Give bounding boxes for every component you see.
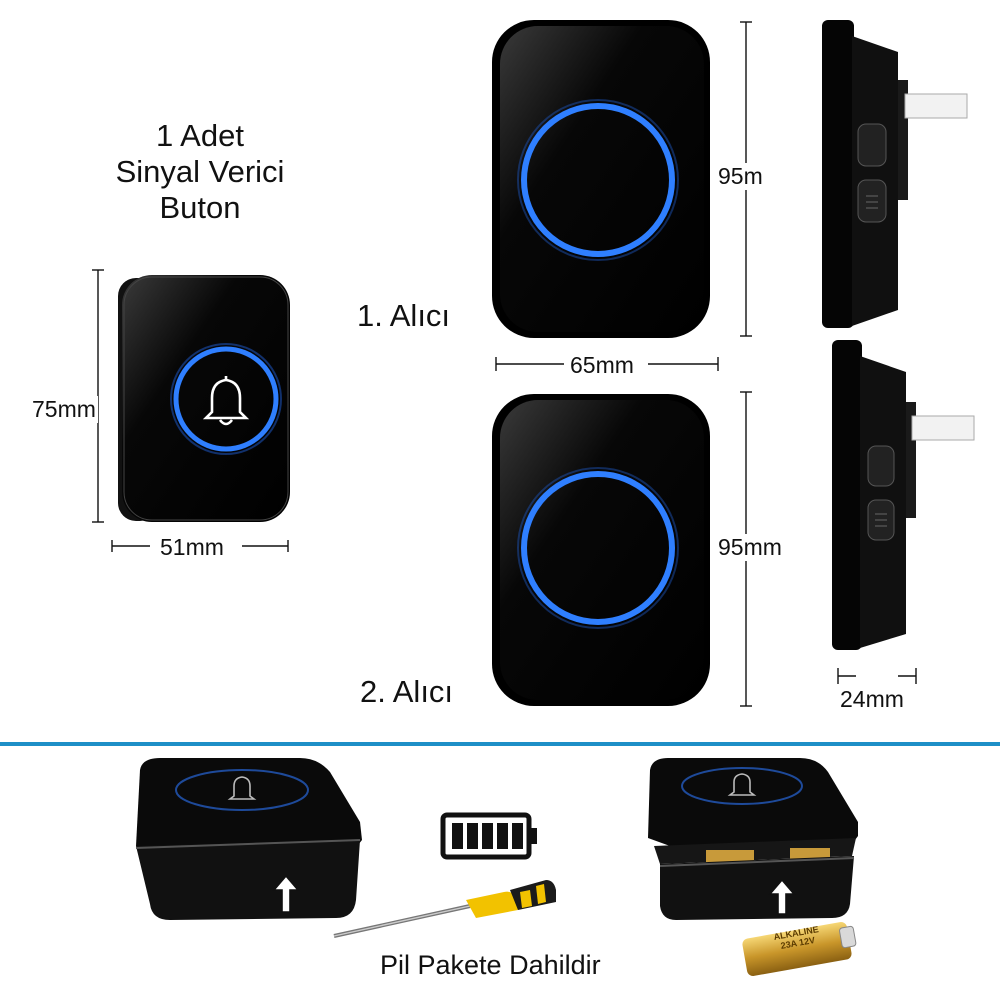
transmitter-width-line bbox=[111, 540, 289, 552]
transmitter-title-line2: Sinyal Verici bbox=[115, 154, 285, 189]
transmitter-width-label: 51mm bbox=[158, 534, 226, 561]
receiver2-front bbox=[492, 394, 710, 706]
transmitter-button bbox=[118, 275, 290, 522]
battery-full-icon bbox=[440, 812, 537, 860]
battery-23a bbox=[742, 922, 857, 976]
transmitter-height-line bbox=[92, 269, 104, 523]
receiver1-label: 1. Alıcı bbox=[357, 298, 451, 333]
transmitter-title-line1: 1 Adet bbox=[156, 118, 244, 153]
transmitter-title-line3: Buton bbox=[159, 190, 241, 225]
receiver1-front bbox=[492, 20, 710, 338]
bell-icon bbox=[202, 376, 250, 426]
receiver2-side bbox=[832, 340, 975, 650]
receiver1-side bbox=[822, 20, 968, 328]
receiver1-height-label: 95m bbox=[716, 163, 765, 190]
battery-included-caption: Pil Pakete Dahildir bbox=[380, 950, 601, 980]
transmitter-open-view bbox=[648, 758, 858, 920]
arrow-up-icon bbox=[272, 874, 300, 913]
section-divider bbox=[0, 742, 1000, 746]
receiver2-depth-label: 24mm bbox=[838, 686, 906, 713]
transmitter-closed-view bbox=[135, 758, 362, 920]
screwdriver-icon bbox=[333, 880, 556, 938]
receiver2-height-label: 95mm bbox=[716, 534, 784, 561]
transmitter-title: 1 Adet Sinyal Verici Buton bbox=[70, 118, 330, 226]
arrow-up-icon bbox=[768, 878, 796, 915]
receiver2-label: 2. Alıcı bbox=[360, 674, 454, 709]
receiver1-width-line bbox=[495, 357, 719, 371]
receiver2-depth-line bbox=[837, 668, 917, 684]
transmitter-height-label: 75mm bbox=[30, 396, 98, 423]
receiver1-width-label: 65mm bbox=[568, 352, 636, 379]
